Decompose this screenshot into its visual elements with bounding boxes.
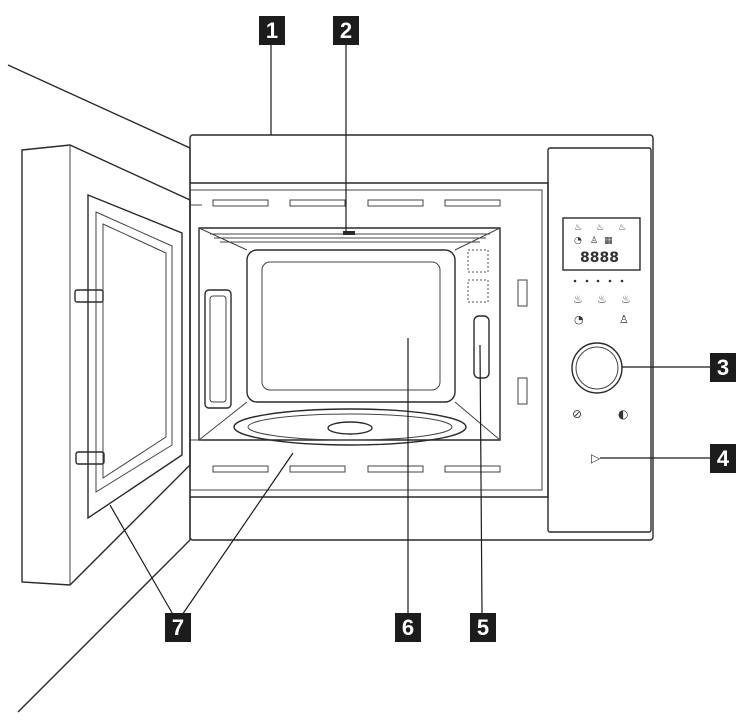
fan-icon[interactable]: ♨ [597,293,607,306]
svg-text:1: 1 [266,18,278,43]
indicator-dots [573,279,624,283]
door-sensor-icon[interactable]: ▷ [591,451,601,465]
svg-text:2: 2 [340,18,352,43]
callout-1: 1 [259,16,285,45]
control-panel: ♨ ♨ ♨ ◔ ♙ ▦ 8888 ♨ ♨ ♨ ◔ ♙ ⊘ ◐ ▷ [562,217,641,465]
fan-icon: ♨ [574,223,582,233]
svg-text:3: 3 [717,355,729,380]
cavity-vent-holes [467,249,489,303]
leader-lines [109,44,710,619]
svg-text:5: 5 [477,615,489,640]
rotary-knob[interactable] [571,342,623,394]
fan-icon[interactable]: ♨ [621,293,631,306]
clock-icon[interactable]: ◔ [574,313,584,326]
fan-icon: ♨ [596,223,604,233]
fan-icon: ♨ [618,223,626,233]
callout-2: 2 [333,16,359,45]
clock-icon: ◔ [574,236,582,246]
stop-icon[interactable]: ⊘ [572,407,582,421]
waveguide-cover [473,315,490,379]
appliance-body [189,134,654,541]
svg-text:7: 7 [172,615,184,640]
grid-icon: ▦ [604,236,613,246]
start-icon[interactable]: ◐ [618,407,628,421]
lcd-display: ♨ ♨ ♨ ◔ ♙ ▦ 8888 [562,217,641,271]
callout-3: 3 [710,353,736,382]
callout-6: 6 [395,613,421,642]
turntable [233,408,467,446]
svg-text:4: 4 [717,446,730,471]
grill-element [210,231,490,243]
display-digits: 8888 [580,250,619,266]
open-door [7,64,202,713]
oven-cavity [198,227,528,446]
person-icon[interactable]: ♙ [619,313,629,326]
bottom-vent-slots [212,465,501,473]
fan-icon[interactable]: ♨ [573,293,583,306]
callout-5: 5 [470,613,496,642]
callout-4: 4 [710,444,736,473]
callout-7: 7 [165,613,191,642]
svg-text:6: 6 [402,615,414,640]
person-icon: ♙ [590,236,598,246]
top-vent-slots [212,199,501,207]
